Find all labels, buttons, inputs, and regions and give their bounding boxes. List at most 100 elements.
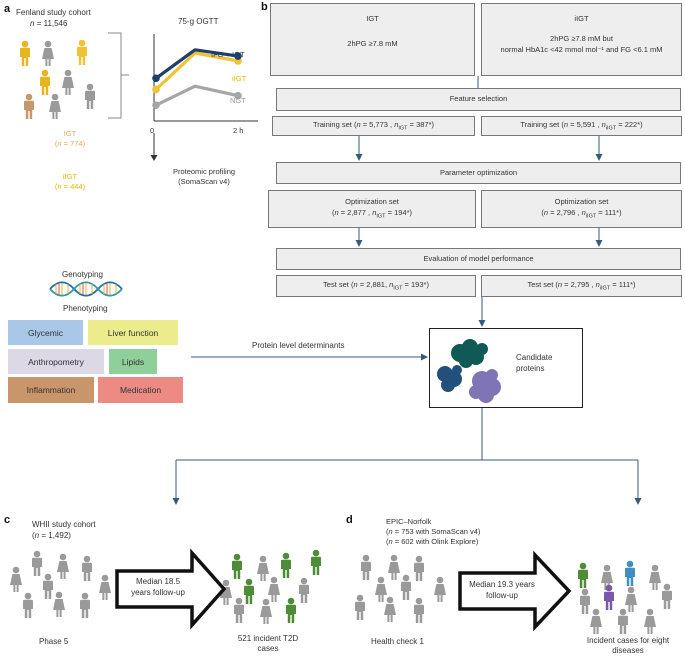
series-line-ifg-igt [155, 48, 239, 80]
proteomic-arrow-head [150, 155, 158, 161]
person-icon [281, 552, 291, 578]
protein-structures-icon [437, 339, 501, 403]
person-icon [662, 583, 672, 609]
series-point [234, 52, 242, 60]
person-icon [361, 554, 371, 580]
ogtt-chart-lines [152, 48, 242, 109]
tag-glycemic: Glycemic [8, 320, 83, 345]
series-line-ngt [155, 84, 239, 107]
tag-anthropometry: Anthropometry [8, 349, 104, 374]
legend-ifg-igt: IFG + IGT [211, 50, 245, 59]
protein-determinants-label: Protein level determinants [252, 341, 345, 350]
phenotyping-label: Phenotyping [63, 304, 108, 313]
person-icon [414, 597, 424, 623]
legend-iigt: iIGT [232, 74, 247, 83]
epic-cohort-title: EPIC–Norfolk (n = 753 with SomaScan v4) … [386, 517, 481, 547]
test-set-igt-box: Test set (n = 2,881, nIGT = 193*) [276, 275, 476, 297]
series-point [152, 101, 160, 109]
parameter-optimization-box: Parameter optimization [276, 162, 681, 184]
genotyping-label: Genotyping [62, 270, 103, 279]
epic-followup-arrow [458, 550, 572, 632]
tag-lipids: Lipids [109, 349, 157, 374]
person-icon [299, 577, 309, 603]
person-icon [57, 553, 69, 579]
person-icon [388, 554, 400, 580]
dna-icon [49, 281, 123, 297]
series-line-iigt [154, 51, 239, 91]
panel-b-letter: b [261, 1, 268, 13]
person-icon [82, 555, 92, 581]
iigt-criteria-box: iIGT 2hPG ≥7.8 mM but normal HbA1c <42 m… [481, 3, 682, 76]
ogtt-title: 75-g OGTT [178, 17, 219, 26]
igt-criteria-box: IGT 2hPG ≥7.8 mM [270, 3, 475, 76]
training-set-iigt-box: Training set (n = 5,591 , niIGT = 222*) [481, 116, 682, 136]
candidate-proteins-box: Candidate proteins [429, 328, 583, 408]
proteomic-profiling-label: Proteomic profiling (SomaScan v4) [172, 167, 236, 187]
tag-liver-function: Liver function [88, 320, 178, 345]
iigt-group-label: iIGT (n = 444) [54, 172, 86, 192]
panel-a-letter: a [4, 3, 11, 15]
person-icon [311, 549, 321, 575]
person-icon [355, 594, 365, 620]
person-icon [590, 608, 602, 634]
panel-d-letter: d [346, 514, 353, 526]
health-check-label: Health check 1 [371, 637, 424, 646]
iigt-criteria-line1: 2hPG ≥7.8 mM but [550, 34, 613, 44]
feature-selection-box: Feature selection [276, 88, 681, 111]
optimization-set-iigt-box: Optimization set (n = 2,796 , niIGT = 11… [481, 190, 682, 228]
person-icon [53, 591, 65, 617]
person-icon [401, 574, 411, 600]
fenland-cohort-n: n = 11,546 [30, 19, 68, 28]
igt-criteria: 2hPG ≥7.8 mM [347, 39, 398, 49]
person-icon [644, 608, 656, 634]
tag-inflammation: Inflammation [8, 377, 94, 403]
epic-incident-label: Incident cases for eight diseases [586, 636, 670, 656]
tick-zero: 0 [150, 126, 155, 135]
person-icon [80, 592, 90, 618]
person-icon [384, 596, 396, 622]
whii-followup-label: Median 18.5 years follow-up [131, 577, 185, 597]
person-icon [618, 608, 628, 634]
person-icon [625, 560, 635, 586]
igt-group-label: IGT (n = 774) [54, 129, 86, 149]
candidate-proteins-label: Candidate proteins [516, 353, 553, 373]
person-icon [260, 598, 272, 624]
person-icon [234, 597, 244, 623]
person-icon [286, 597, 296, 623]
person-icon [32, 550, 42, 576]
iigt-header: iIGT [574, 14, 589, 23]
legend-ngt: NGT [230, 96, 246, 105]
tag-medication: Medication [98, 377, 183, 403]
optimization-set-igt-box: Optimization set (n = 2,877 , nIGT = 194… [268, 190, 476, 228]
series-point [234, 91, 242, 100]
whii-incident-label: 521 incident T2D cases [237, 634, 299, 654]
series-point [152, 85, 160, 94]
person-icon [414, 555, 424, 581]
person-icon [99, 574, 111, 600]
person-icon [23, 592, 33, 618]
fenland-cohort-title: Fenland study cohort [16, 8, 91, 17]
whii-followup-arrow [115, 548, 227, 630]
person-icon [625, 586, 637, 612]
person-icon [375, 576, 387, 602]
test-set-iigt-box: Test set (n = 2,795 , niIGT = 111*) [481, 275, 682, 297]
iigt-criteria-line2: normal HbA1c <42 mmol mol⁻¹ and FG <6.1 … [500, 44, 663, 54]
person-icon [434, 576, 446, 602]
person-icon [244, 578, 254, 604]
person-icon [232, 553, 242, 579]
evaluation-box: Evaluation of model performance [276, 248, 681, 270]
series-point [152, 74, 160, 83]
whii-cohort-title: WHII study cohort (n = 1,492) [32, 520, 96, 540]
person-icon [580, 588, 590, 614]
epic-followup-label: Median 19.3 years follow-up [469, 580, 535, 600]
phase5-label: Phase 5 [39, 637, 69, 646]
training-set-igt-box: Training set (n = 5,773 , nIGT = 387*) [272, 116, 475, 136]
tick-2h: 2 h [233, 126, 244, 135]
person-icon [578, 562, 588, 588]
person-icon [268, 576, 280, 602]
person-icon [43, 573, 53, 599]
panel-c-letter: c [4, 514, 11, 526]
person-icon [257, 555, 269, 581]
